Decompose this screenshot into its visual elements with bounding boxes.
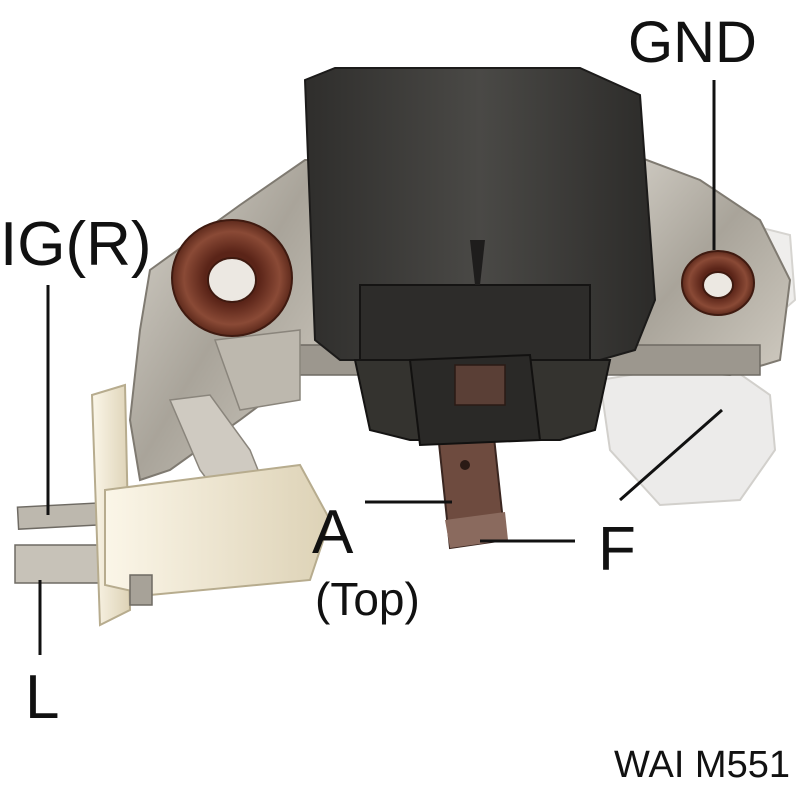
label-ig: IG(R) [0,210,152,279]
connector-block [408,353,542,447]
label-l: L [25,663,59,732]
plug-connector [14,383,332,627]
label-a: A [312,498,354,567]
label-f: F [598,515,636,584]
f-diagonal-leader [619,408,723,502]
label-gnd: GND [628,10,757,75]
left-washer [171,219,293,337]
label-top: (Top) [315,573,420,625]
leader-lines [38,80,723,655]
right-washer [681,250,755,316]
caption: WAI M551 [614,744,790,786]
